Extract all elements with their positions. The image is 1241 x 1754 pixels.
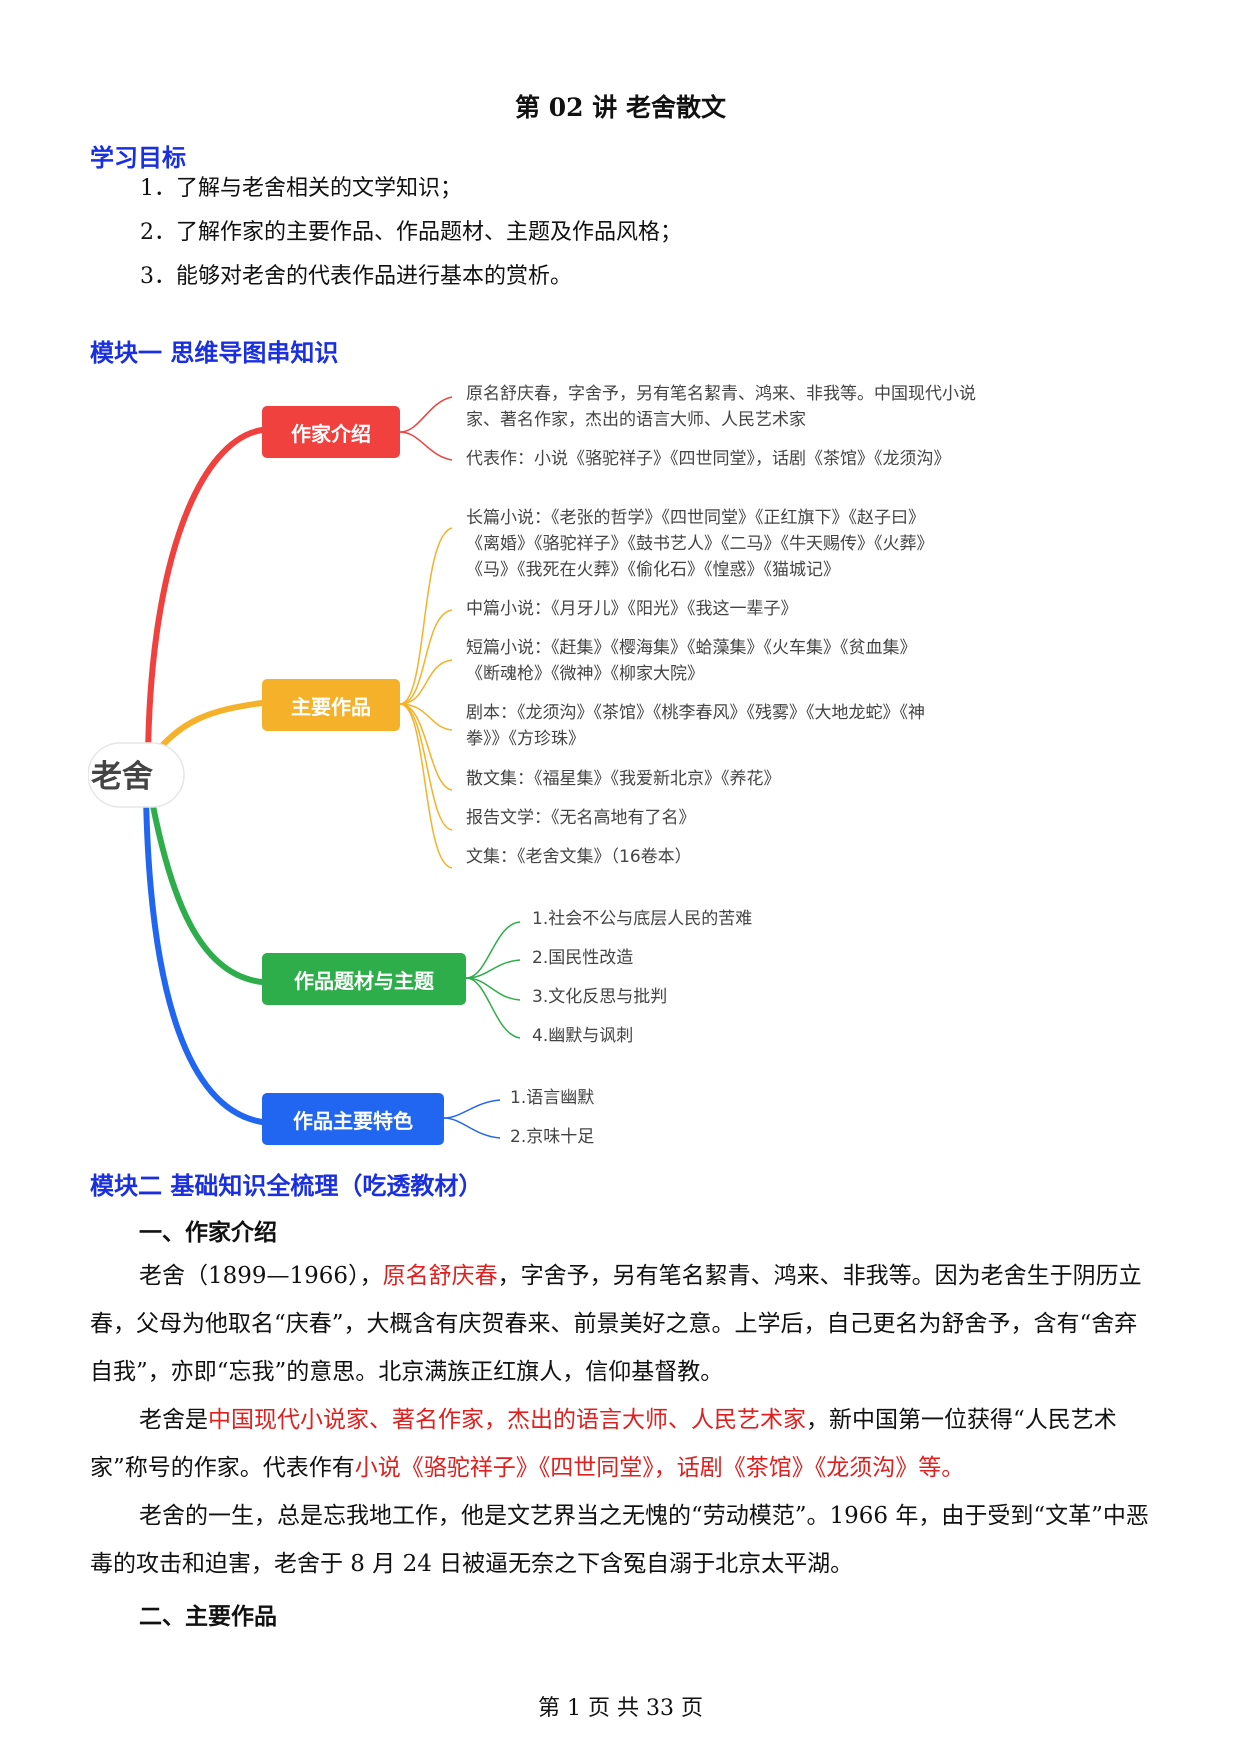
leaf-works-essays: 散文集：《福星集》《我爱新北京》《养花》 [466,769,781,789]
branch-node-themes [262,953,466,1005]
leaf-theme-3: 3.文化反思与批判 [532,987,667,1007]
branch-line-themes [147,787,265,985]
paragraph-1: 老舍（1899—1966），原名舒庆春，字舍予，另有笔名絜青、鸿来、非我等。因为… [90,1263,1142,1385]
module2-heading: 模块二 基础知识全梳理（吃透教材） [90,1171,483,1200]
root-label: 老舍 [91,759,153,795]
branch-label-features: 作品主要特色 [293,1109,413,1133]
leaf-works-novella: 中篇小说：《月牙儿》《阳光》《我这一辈子》 [466,599,798,619]
section-main-works: 二、主要作品 [139,1603,277,1630]
leaf-works-novel-1: 长篇小说：《老张的哲学》《四世同堂》《正红旗下》《赵子曰》 [466,508,925,528]
section-author-intro: 一、作家介绍 [139,1219,277,1246]
leaf-author-2: 家、著名作家，杰出的语言大师、人民艺术家 [466,410,806,430]
leaf-works-drama-1: 剧本：《龙须沟》《茶馆》《桃李春风》《残雾》《大地龙蛇》《神 [466,703,925,723]
objective-item-1: 1．了解与老舍相关的文学知识； [140,176,462,201]
leaf-works-drama-2: 拳》》《方珍珠》 [466,729,585,749]
branch-node-features [262,1093,444,1145]
root-node [88,742,185,808]
leaf-works-short-1: 短篇小说：《赶集》《樱海集》《蛤藻集》《火车集》《贫血集》 [466,638,917,658]
leaf-works-novel-2: 《离婚》《骆驼祥子》《鼓书艺人》《二马》《牛天赐传》《火葬》 [466,534,934,554]
paragraph-3: 老舍的一生，总是忘我地工作，他是文艺界当之无愧的“劳动模范”。1966 年，由于… [90,1503,1149,1577]
paragraph-2: 老舍是中国现代小说家、著名作家，杰出的语言大师、人民艺术家，新中国第一位获得“人… [90,1407,1117,1481]
branch-label-works: 主要作品 [291,695,371,719]
leaf-works-reportage: 报告文学：《无名高地有了名》 [466,808,696,828]
leaf-author-1: 原名舒庆春，字舍予，另有笔名絜青、鸿来、非我等。中国现代小说 [466,384,976,404]
branch-line-features [143,793,265,1125]
leaf-works-novel-3: 《马》《我死在火葬》《偷化石》《惶惑》《猫城记》 [466,560,840,580]
branch-node-works [262,679,400,731]
objective-item-2: 2．了解作家的主要作品、作品题材、主题及作品风格； [140,220,682,245]
leaf-theme-1: 1.社会不公与底层人民的苦难 [532,909,752,929]
page-footer: 第 1 页 共 33 页 [538,1696,703,1721]
branch-node-author [262,406,400,458]
leaf-theme-2: 2.国民性改造 [532,948,633,968]
branch-label-author: 作家介绍 [291,422,371,446]
leaf-author-3: 代表作：小说《骆驼祥子》《四世同堂》，话剧《茶馆》《龙须沟》 [466,449,951,469]
branch-line-author [145,427,265,761]
leaf-theme-4: 4.幽默与讽刺 [532,1026,633,1046]
leaf-works-collection: 文集：《老舍文集》（16卷本） [466,847,692,867]
leaf-feature-1: 1.语言幽默 [510,1088,594,1108]
module1-heading: 模块一 思维导图串知识 [90,338,339,367]
branch-label-themes: 作品题材与主题 [294,969,435,993]
leaf-feature-2: 2.京味十足 [510,1127,594,1147]
mindmap: 老舍 作家介绍 原名舒庆春，字舍予，另有笔名絜青、鸿来、非我等。中国现代小说 家… [88,384,976,1147]
page-title: 第 02 讲 老舍散文 [515,93,726,122]
objectives-heading: 学习目标 [90,143,186,172]
objective-item-3: 3．能够对老舍的代表作品进行基本的赏析。 [140,264,572,289]
leaf-works-short-2: 《断魂枪》《微神》《柳家大院》 [466,664,704,684]
